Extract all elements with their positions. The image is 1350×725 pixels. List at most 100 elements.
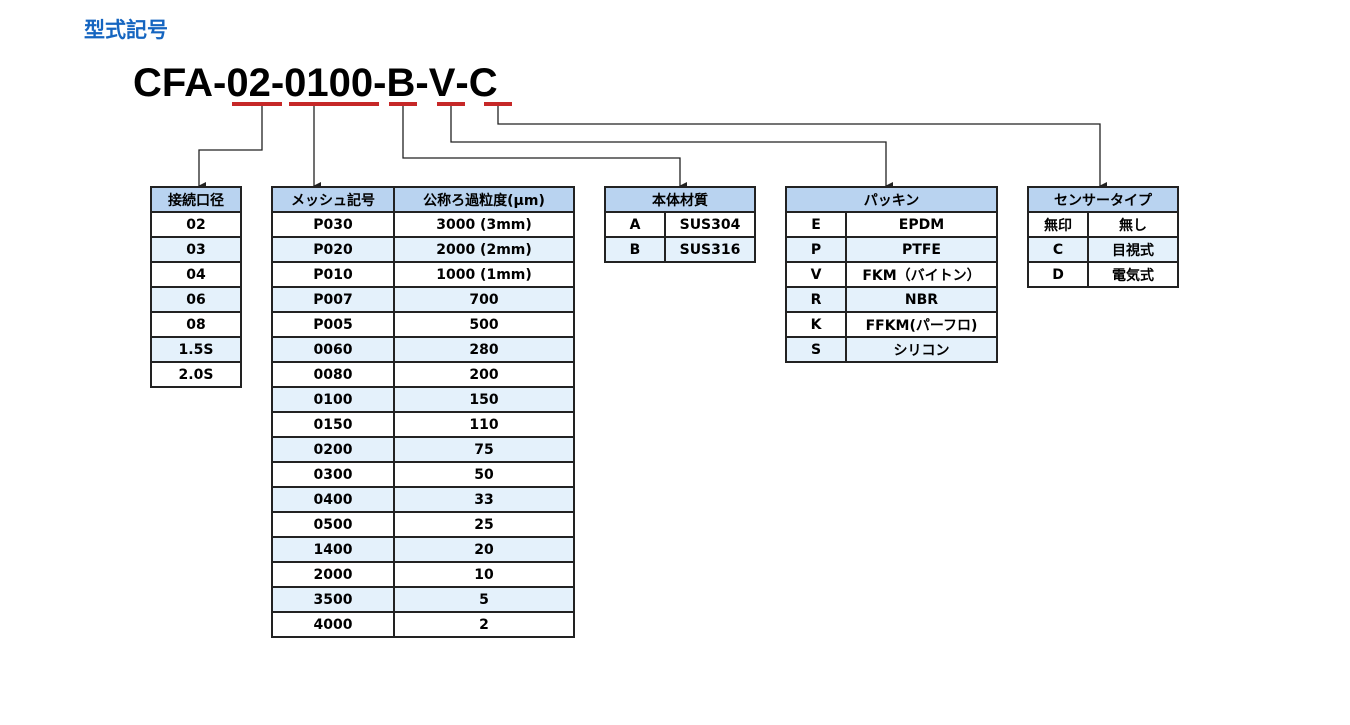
filtration-value: 20 — [393, 536, 575, 563]
filtration-value: 150 — [393, 386, 575, 413]
model-code-sep: - — [270, 61, 285, 105]
filtration-value: 700 — [393, 286, 575, 313]
model-code-mesh: 0100 — [284, 61, 374, 105]
connector-sensor — [497, 106, 1107, 190]
model-code-prefix: CFA- — [133, 61, 227, 105]
body-code: A — [604, 211, 666, 238]
underline-body — [389, 102, 417, 106]
table-row: 02 — [150, 211, 242, 238]
sensor-type-header: センサータイプ — [1027, 186, 1179, 213]
model-code-packing: V — [428, 61, 456, 105]
table-row: 03 — [150, 236, 242, 263]
filtration-value: 50 — [393, 461, 575, 488]
mesh-code: 0080 — [271, 361, 395, 388]
filtration-value: 500 — [393, 311, 575, 338]
table-row: 08 — [150, 311, 242, 338]
packing-material: FFKM(パーフロ) — [845, 311, 998, 338]
port-code: 04 — [150, 261, 242, 288]
filtration-value: 200 — [393, 361, 575, 388]
sensor-code: D — [1027, 261, 1089, 288]
table-row: 2.0S — [150, 361, 242, 388]
filtration-value: 5 — [393, 586, 575, 613]
mesh-code: P010 — [271, 261, 395, 288]
port-code: 03 — [150, 236, 242, 263]
sensor-type: 無し — [1087, 211, 1179, 238]
port-code: 1.5S — [150, 336, 242, 363]
mesh-code: 0060 — [271, 336, 395, 363]
packing-material: PTFE — [845, 236, 998, 263]
underline-sensor — [484, 102, 512, 106]
mesh-code: P007 — [271, 286, 395, 313]
packing-code: R — [785, 286, 847, 313]
mesh-code: 0200 — [271, 436, 395, 463]
mesh-code-header: メッシュ記号 — [271, 186, 395, 213]
filtration-value: 10 — [393, 561, 575, 588]
filtration-value: 110 — [393, 411, 575, 438]
sensor-code: C — [1027, 236, 1089, 263]
model-code-sep: - — [455, 61, 469, 105]
table-row: 無印無し — [1027, 211, 1179, 238]
packing-material: EPDM — [845, 211, 998, 238]
filtration-value: 3000 (3mm) — [393, 211, 575, 238]
underline-packing — [437, 102, 465, 106]
model-code-sensor: C — [468, 61, 498, 105]
port-code: 2.0S — [150, 361, 242, 388]
table-row: 06 — [150, 286, 242, 313]
packing-code: E — [785, 211, 847, 238]
model-code-sep: - — [373, 61, 387, 105]
mesh-code: P005 — [271, 311, 395, 338]
mesh-code: 0150 — [271, 411, 395, 438]
mesh-code: 3500 — [271, 586, 395, 613]
mesh-code: 4000 — [271, 611, 395, 638]
packing-code: K — [785, 311, 847, 338]
packing-header: パッキン — [785, 186, 998, 213]
filtration-value: 75 — [393, 436, 575, 463]
underline-mesh — [289, 102, 379, 106]
table-row: 1.5S — [150, 336, 242, 363]
filtration-value: 25 — [393, 511, 575, 538]
sensor-type: 電気式 — [1087, 261, 1179, 288]
port-code: 02 — [150, 211, 242, 238]
connector-body — [402, 106, 687, 190]
port-size-table: 接続口径 02 03 04 06 08 1.5S 2.0S — [150, 186, 242, 388]
filtration-value: 2000 (2mm) — [393, 236, 575, 263]
packing-material: NBR — [845, 286, 998, 313]
filtration-header: 公称ろ過粒度(μm) — [393, 186, 575, 213]
packing-material: シリコン — [845, 336, 998, 363]
body-code: B — [604, 236, 666, 263]
sensor-code: 無印 — [1027, 211, 1089, 238]
mesh-code: 2000 — [271, 561, 395, 588]
packing-code: S — [785, 336, 847, 363]
section-heading: 型式記号 — [84, 18, 168, 42]
mesh-code: P020 — [271, 236, 395, 263]
mesh-code: 1400 — [271, 536, 395, 563]
underline-port — [232, 102, 282, 106]
model-code: CFA-02-0100-B- V -C — [133, 60, 498, 106]
filtration-value: 2 — [393, 611, 575, 638]
